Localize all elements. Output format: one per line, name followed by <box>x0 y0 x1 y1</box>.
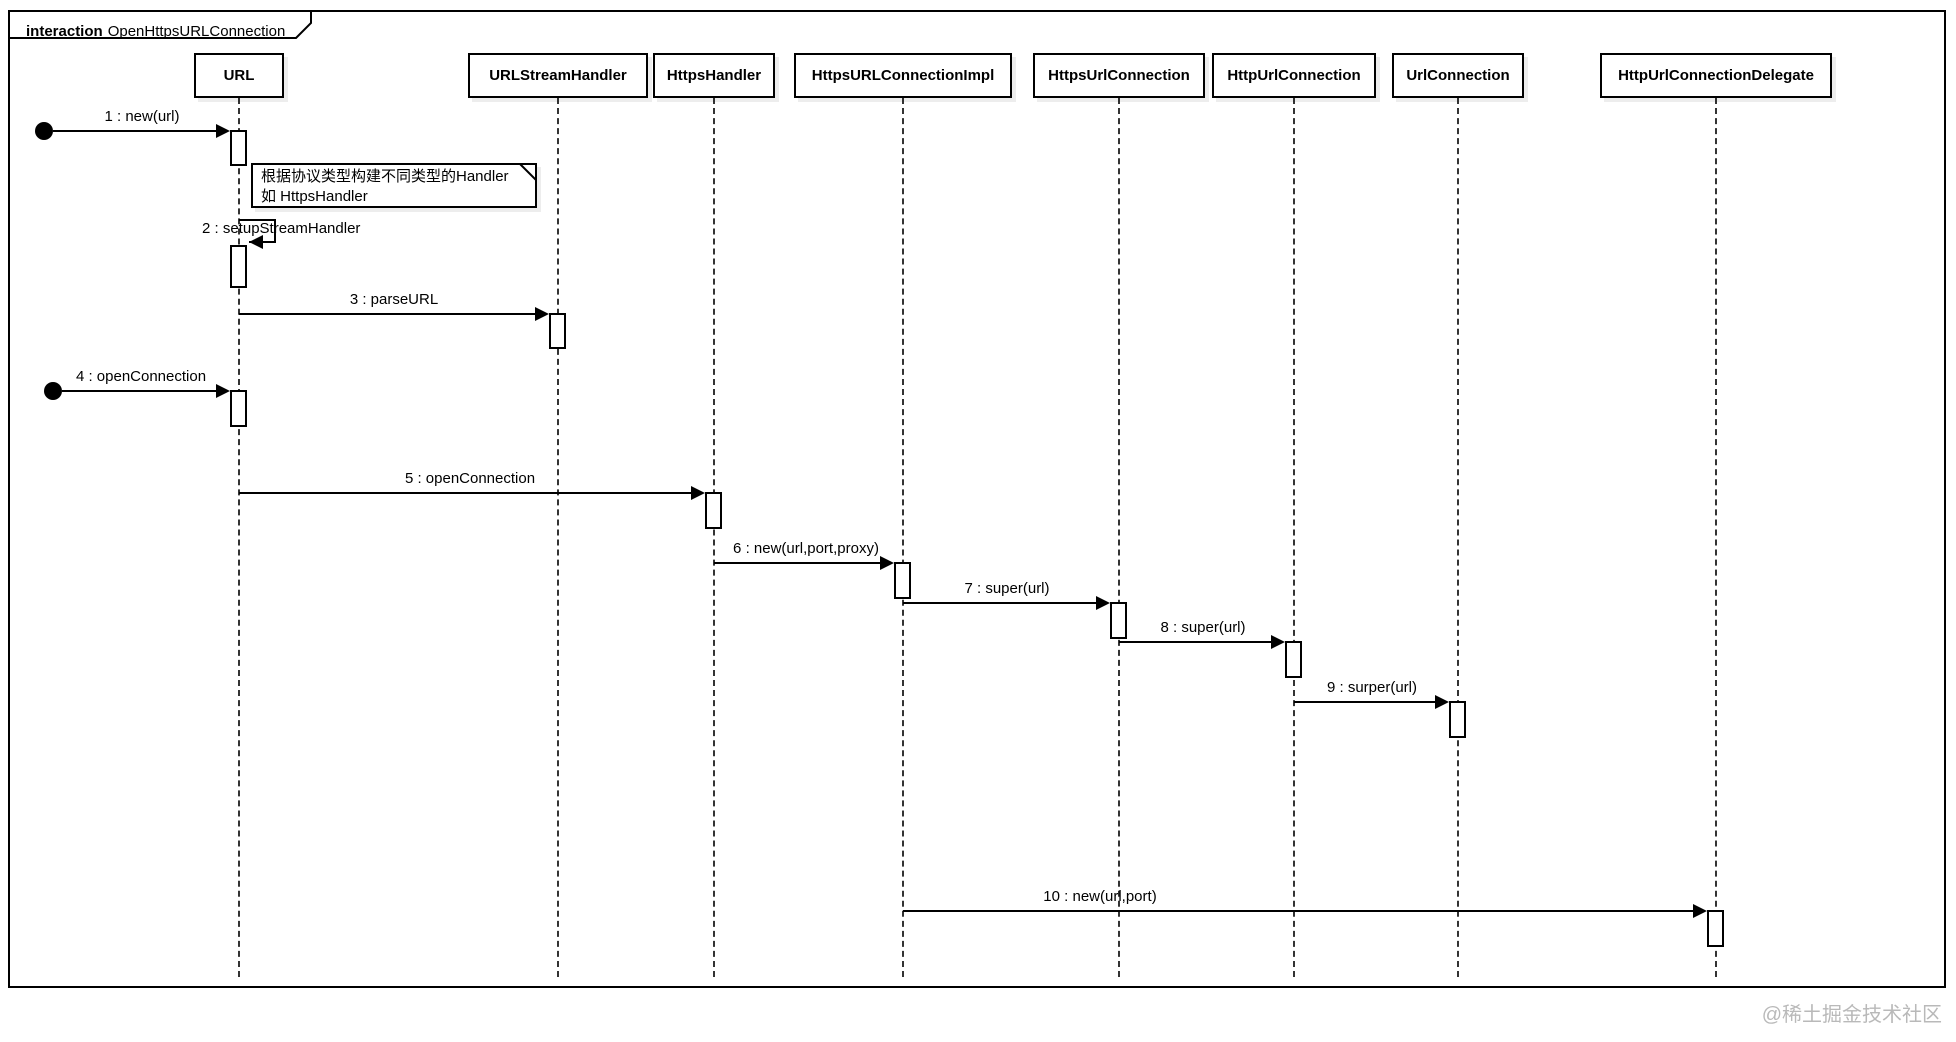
tab-outline-shape <box>8 10 312 39</box>
message-label: 8 : super(url) <box>1160 619 1246 636</box>
activation-bar-url-1 <box>230 130 247 166</box>
lifeline-header-urlstreamhandler: URLStreamHandler <box>468 53 648 98</box>
message-label: 10 : new(url,port) <box>1043 888 1157 905</box>
message-line <box>1294 701 1437 703</box>
message-line <box>239 313 537 315</box>
arrowhead-right-icon <box>535 307 549 321</box>
lifeline-header-url: URL <box>194 53 284 98</box>
interaction-keyword: interaction <box>26 23 103 40</box>
message-line <box>714 562 882 564</box>
message-2-self-loop <box>239 219 276 243</box>
message-line <box>1119 641 1273 643</box>
activation-bar-httpsurlconnectionimpl <box>894 562 911 599</box>
lifeline-httpsurlconnection <box>1118 98 1120 977</box>
found-message-circle <box>44 382 62 400</box>
message-line <box>53 130 218 132</box>
note-line-1: 根据协议类型构建不同类型的Handler <box>261 168 509 185</box>
lifeline-httpurlconnection <box>1293 98 1295 977</box>
arrowhead-right-icon <box>1096 596 1110 610</box>
lifeline-header-httpurlconnectiondelegate: HttpUrlConnectionDelegate <box>1600 53 1832 98</box>
message-label: 4 : openConnection <box>75 368 207 385</box>
watermark-text: @稀土掘金技术社区 <box>1761 1004 1942 1026</box>
activation-bar-url-2 <box>230 245 247 288</box>
message-label: 9 : surper(url) <box>1326 679 1418 696</box>
arrowhead-left-icon <box>249 235 263 249</box>
diagram-frame <box>8 10 1946 988</box>
activation-bar-httpsurlconnection <box>1110 602 1127 639</box>
lifeline-url <box>238 98 240 977</box>
lifeline-httpshandler <box>713 98 715 977</box>
message-line <box>903 602 1098 604</box>
message-line <box>62 390 218 392</box>
activation-bar-httpurlconnectiondelegate <box>1707 910 1724 947</box>
lifeline-header-httpshandler: HttpsHandler <box>653 53 775 98</box>
note-fold-icon <box>519 163 537 181</box>
arrowhead-right-icon <box>216 384 230 398</box>
lifeline-header-httpsurlconnectionimpl: HttpsURLConnectionImpl <box>794 53 1012 98</box>
lifeline-urlconnection <box>1457 98 1459 977</box>
message-label: 6 : new(url,port,proxy) <box>733 540 879 557</box>
message-label: 3 : parseURL <box>349 291 439 308</box>
message-label: 1 : new(url) <box>104 108 180 125</box>
arrowhead-right-icon <box>880 556 894 570</box>
lifeline-httpurlconnectiondelegate <box>1715 98 1717 977</box>
lifeline-httpsurlconnectionimpl <box>902 98 904 977</box>
arrowhead-right-icon <box>1693 904 1707 918</box>
activation-bar-url-3 <box>230 390 247 427</box>
arrowhead-right-icon <box>1435 695 1449 709</box>
arrowhead-right-icon <box>691 486 705 500</box>
note: 根据协议类型构建不同类型的Handler 如 HttpsHandler <box>251 163 537 208</box>
found-message-circle <box>35 122 53 140</box>
interaction-name: OpenHttpsURLConnection <box>107 23 286 40</box>
note-line-2: 如 HttpsHandler <box>261 188 368 205</box>
lifeline-header-httpurlconnection: HttpUrlConnection <box>1212 53 1376 98</box>
activation-bar-httpurlconnection <box>1285 641 1302 678</box>
lifeline-header-httpsurlconnection: HttpsUrlConnection <box>1033 53 1205 98</box>
arrowhead-right-icon <box>216 124 230 138</box>
lifeline-header-urlconnection: UrlConnection <box>1392 53 1524 98</box>
activation-bar-urlstreamhandler <box>549 313 566 349</box>
message-line <box>903 910 1695 912</box>
lifeline-urlstreamhandler <box>557 98 559 977</box>
activation-bar-urlconnection <box>1449 701 1466 738</box>
message-label: 5 : openConnection <box>404 470 536 487</box>
arrowhead-right-icon <box>1271 635 1285 649</box>
message-label: 2 : setupStreamHandler <box>202 220 361 237</box>
message-label: 7 : super(url) <box>964 580 1050 597</box>
message-line <box>239 492 693 494</box>
activation-bar-httpshandler <box>705 492 722 529</box>
